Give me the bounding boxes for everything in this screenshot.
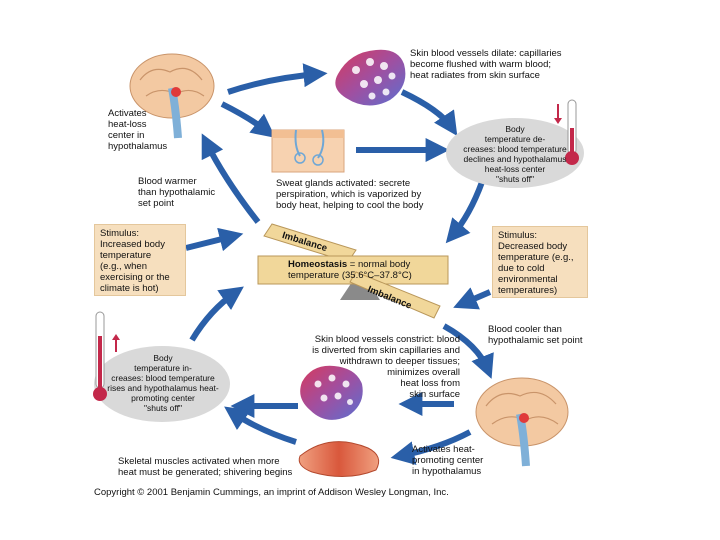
cycle-arrows (185, 63, 494, 465)
sweat-gland-icon (271, 129, 345, 173)
blood-vessel-icon (300, 365, 363, 420)
arrow-seesaw-to-brain-right (442, 323, 494, 379)
stimulus-decreased-box: Stimulus: Decreased body temperature (e.… (492, 226, 588, 298)
homeostasis-term: Homeostasis (288, 259, 348, 270)
homeostasis-label: Homeostasis = normal body temperature (3… (288, 259, 412, 281)
skin-vessels-dilate-label: Skin blood vessels dilate: capillaries b… (410, 48, 562, 81)
arrow-brain-to-sweat (220, 101, 276, 138)
arrow-muscle-to-ellipse (224, 406, 297, 445)
imbalance-bottom-plank (349, 271, 441, 319)
arrow-stimulus-right-in (453, 287, 492, 310)
blood-warmer-label: Blood warmer than hypothalamic set point (138, 176, 216, 209)
body-temp-increases-label: Body temperature in- creases: blood temp… (107, 353, 219, 413)
thermometer-icon (554, 99, 579, 165)
activates-heat-loss-label: Activates heat-loss center in hypothalam… (108, 108, 168, 152)
blood-cooler-label: Blood cooler than hypothalamic set point (488, 324, 583, 346)
skin-vessels-constrict-label: Skin blood vessels constrict: blood is d… (312, 334, 460, 400)
body-temp-decreases-label: Body temperature de- creases: blood temp… (463, 124, 567, 184)
seesaw-icon (257, 223, 449, 319)
arrow-stimulus-left-in (185, 227, 244, 252)
imbalance-top-plank (263, 223, 357, 263)
copyright-text: Copyright © 2001 Benjamin Cummings, an i… (94, 487, 449, 498)
activates-heat-promoting-label: Activates heat- promoting center in hypo… (412, 444, 484, 477)
brain-icon (475, 377, 569, 467)
thermometer-icon (93, 311, 120, 401)
stimulus-increased-box: Stimulus: Increased body temperature (e.… (94, 224, 186, 296)
homeostasis-definition: = normal body temperature (35.6°C–37.8°C… (288, 259, 412, 281)
arrow-brain-to-vessels (227, 63, 328, 95)
arrow-ellipse-to-seesaw (445, 180, 485, 244)
sweat-glands-label: Sweat glands activated: secrete perspira… (276, 178, 424, 211)
arrow-vessels-to-ellipse (400, 89, 458, 136)
arrow-up-left (189, 286, 244, 342)
muscle-icon (298, 441, 380, 478)
blood-vessel-icon (335, 49, 406, 106)
temp-decrease-ellipse (446, 118, 584, 188)
arrow-up-to-brain-left (201, 133, 261, 224)
arrow-brain-to-muscle (390, 429, 472, 465)
skeletal-muscles-label: Skeletal muscles activated when more hea… (118, 456, 293, 478)
brain-icon (129, 53, 215, 139)
temp-increase-ellipse (94, 346, 230, 422)
